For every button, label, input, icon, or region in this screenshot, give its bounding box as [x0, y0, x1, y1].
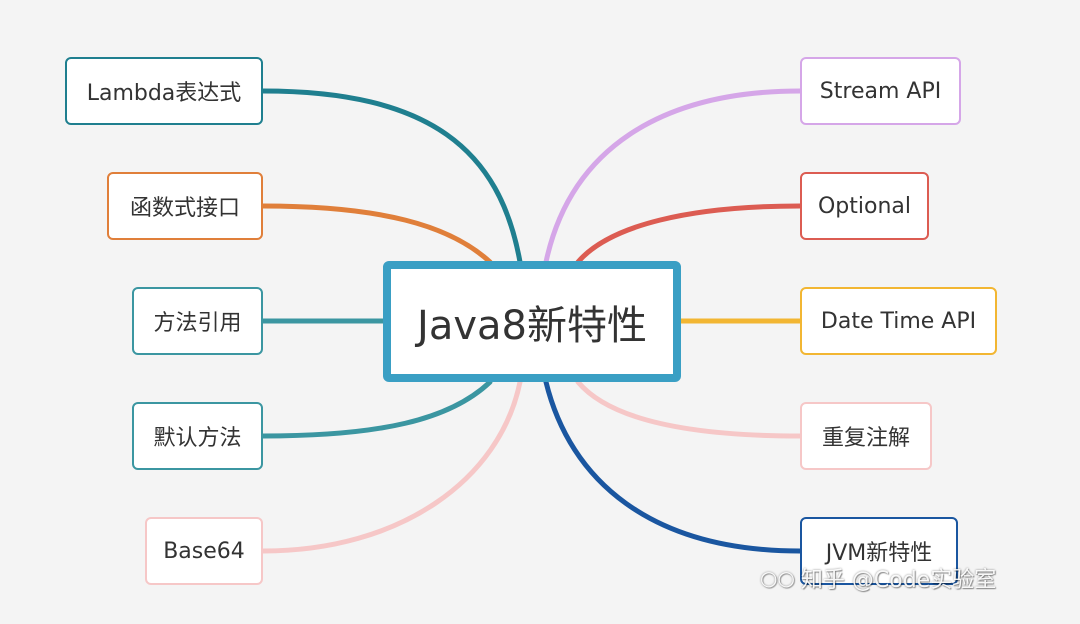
topic-base64[interactable]: Base64	[145, 517, 263, 585]
central-topic[interactable]: Java8新特性	[383, 261, 681, 382]
wechat-icon: ○○	[760, 566, 795, 590]
topic-functional-interface[interactable]: 函数式接口	[107, 172, 263, 240]
watermark-text: 知乎 @Code实验室	[800, 568, 997, 593]
topic-optional[interactable]: Optional	[800, 172, 929, 240]
watermark: ○○ 知乎 @Code实验室	[760, 562, 996, 594]
link-repeat-annotation	[575, 379, 803, 439]
topic-default-method[interactable]: 默认方法	[132, 402, 263, 470]
topic-repeat-annotation[interactable]: 重复注解	[800, 402, 932, 470]
link-lambda	[260, 88, 523, 265]
link-functional-interface	[260, 203, 493, 265]
topic-method-reference[interactable]: 方法引用	[132, 287, 263, 355]
link-default-method	[260, 379, 493, 439]
link-base64	[260, 379, 523, 554]
link-optional	[575, 203, 803, 265]
topic-stream-api[interactable]: Stream API	[800, 57, 961, 125]
topic-jvm[interactable]: JVM新特性	[800, 517, 958, 585]
link-jvm	[543, 379, 803, 554]
topic-lambda[interactable]: Lambda表达式	[65, 57, 263, 125]
link-stream-api	[543, 88, 803, 265]
topic-date-time-api[interactable]: Date Time API	[800, 287, 997, 355]
